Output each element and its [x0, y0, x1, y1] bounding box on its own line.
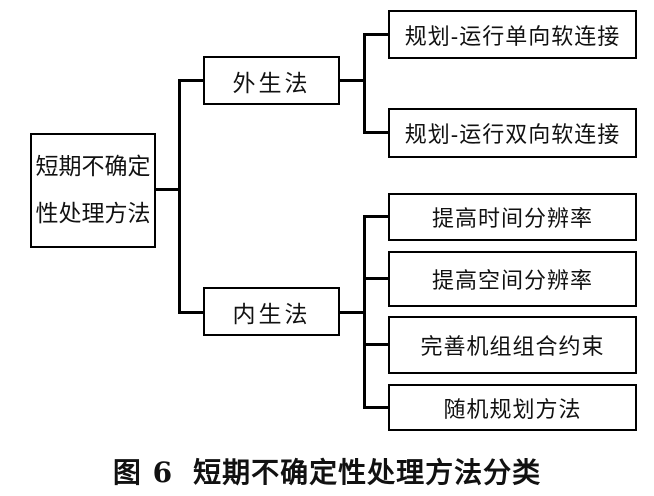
connector-leaf1-stub — [363, 33, 388, 36]
connector-trunk-branch2 — [180, 311, 205, 314]
connector-leaf6-stub — [363, 406, 388, 409]
leaf-node-time-resolution: 提高时间分辨率 — [388, 193, 637, 241]
connector-leaf4-stub — [363, 277, 388, 280]
leaf-node-planning-operation-oneway: 规划-运行单向软连接 — [388, 10, 637, 59]
branch-node-endogenous: 内生法 — [203, 287, 340, 336]
root-node: 短期不确定 性处理方法 — [30, 133, 156, 248]
figure-caption: 图 6 短期不确定性处理方法分类 — [0, 451, 654, 491]
leaf-node-label: 规划-运行单向软连接 — [404, 24, 621, 50]
figure-caption-number: 图 6 — [112, 456, 174, 489]
leaf-node-label: 提高时间分辨率 — [431, 207, 593, 232]
connector-trunk-branch1 — [180, 79, 205, 82]
root-node-label-line1: 短期不确定 — [35, 153, 151, 180]
leaf-node-label: 提高空间分辨率 — [431, 269, 593, 294]
connector-branch2-subtrunk — [340, 311, 365, 314]
root-node-label-line2: 性处理方法 — [35, 200, 151, 227]
connector-subtrunk2-vertical — [363, 215, 366, 409]
leaf-node-stochastic-programming: 随机规划方法 — [388, 384, 637, 431]
branch-node-exogenous: 外生法 — [203, 56, 340, 105]
connector-branch1-subtrunk — [340, 79, 365, 82]
leaf-node-planning-operation-twoway: 规划-运行双向软连接 — [388, 108, 637, 158]
leaf-node-label: 完善机组组合约束 — [420, 335, 605, 360]
connector-trunk-vertical — [178, 79, 181, 314]
connector-leaf5-stub — [363, 343, 388, 346]
branch-node-exogenous-label: 外生法 — [232, 70, 311, 97]
connector-leaf3-stub — [363, 215, 388, 218]
connector-root-trunk — [156, 188, 180, 191]
leaf-node-spatial-resolution: 提高空间分辨率 — [388, 251, 637, 307]
leaf-node-label: 规划-运行双向软连接 — [404, 123, 621, 148]
connector-leaf2-stub — [363, 131, 388, 134]
connector-subtrunk1-vertical — [363, 33, 366, 134]
leaf-node-unit-commitment-constraints: 完善机组组合约束 — [388, 316, 637, 374]
leaf-node-label: 随机规划方法 — [443, 397, 582, 423]
figure-caption-title: 短期不确定性处理方法分类 — [193, 456, 542, 489]
branch-node-endogenous-label: 内生法 — [232, 301, 311, 328]
